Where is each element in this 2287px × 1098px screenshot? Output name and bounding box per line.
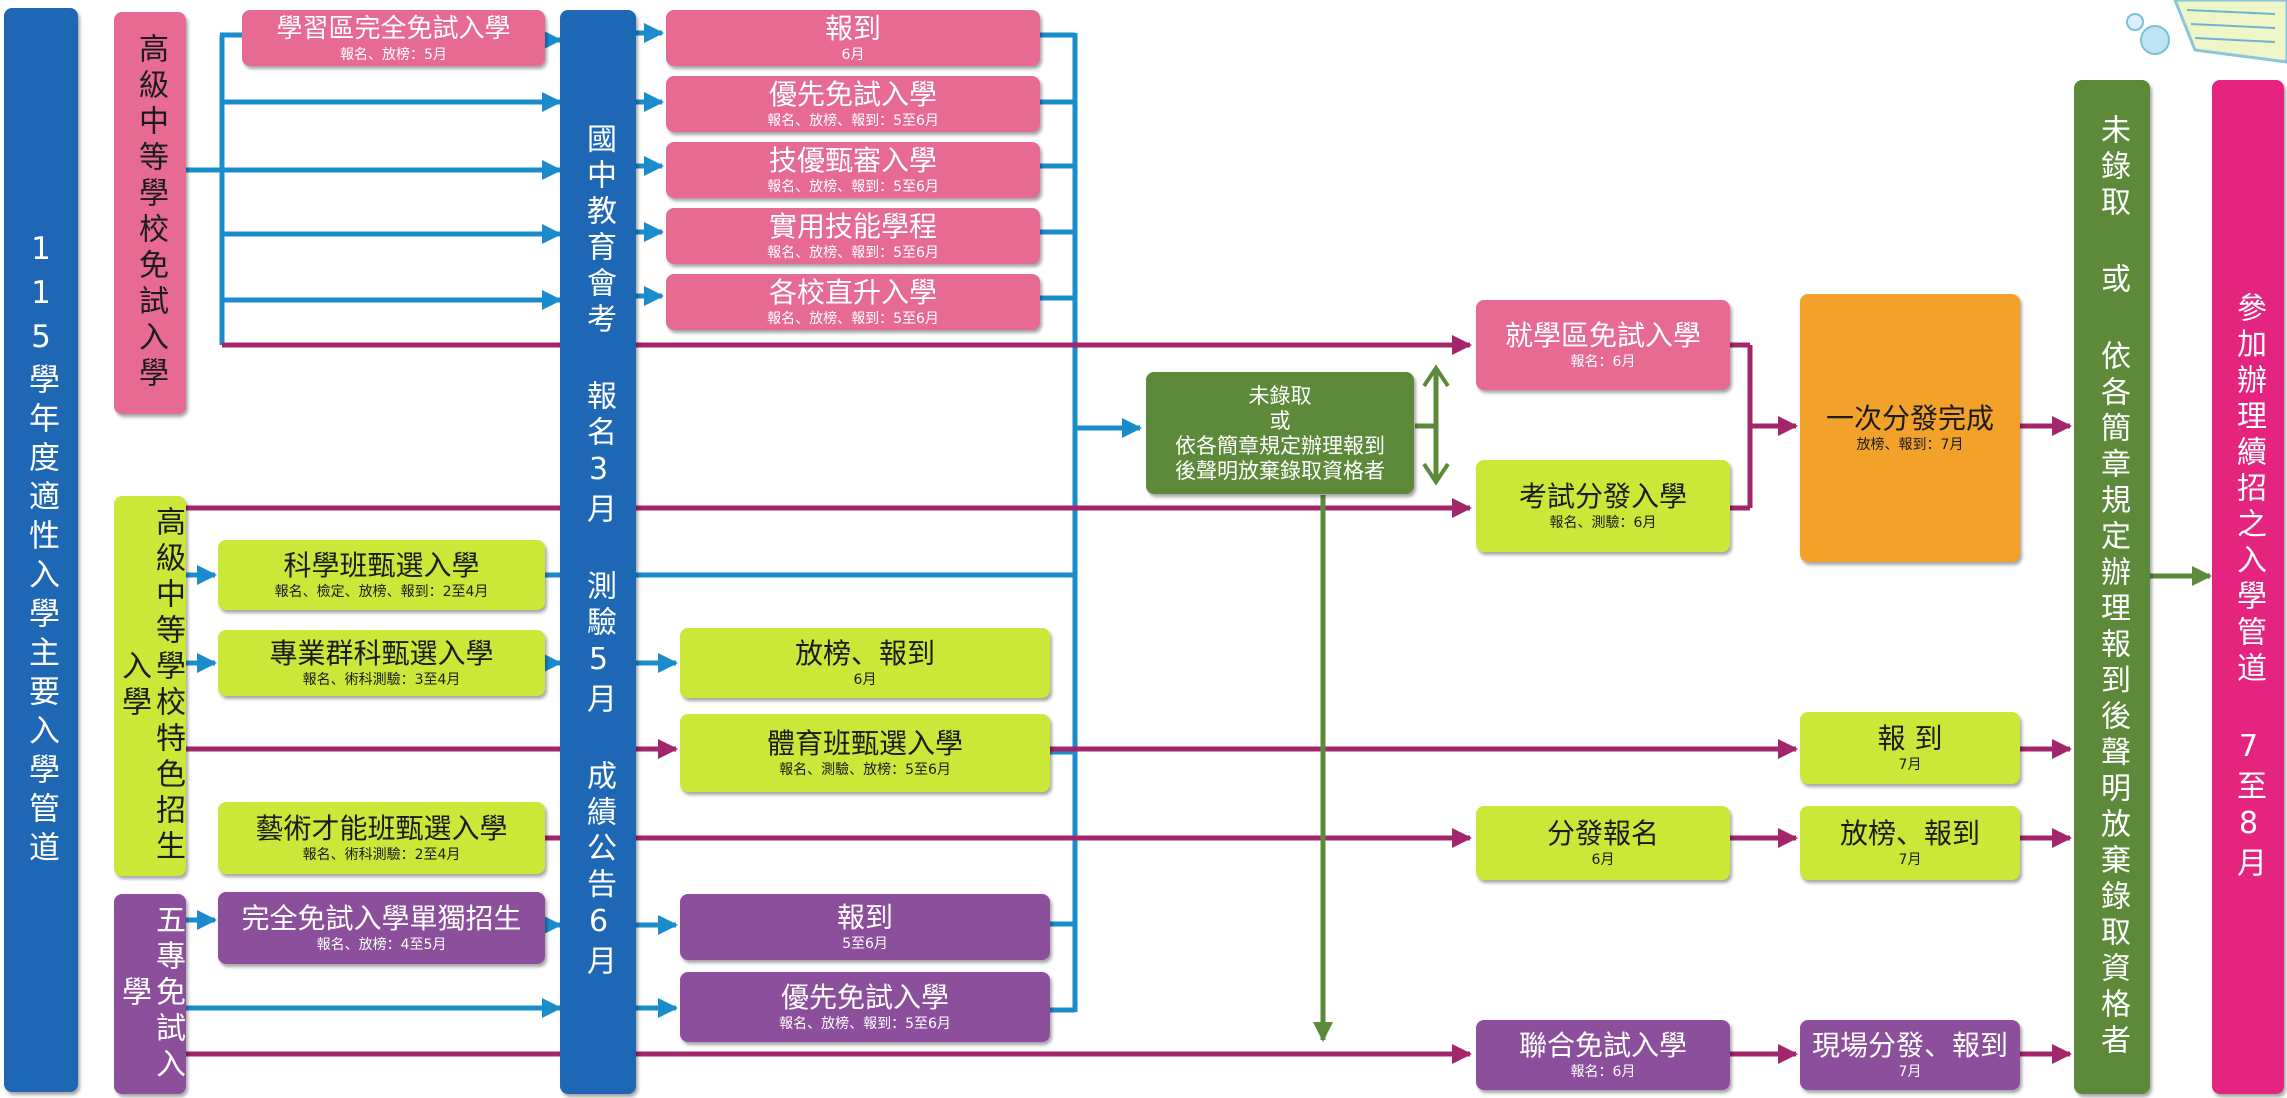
group-junior-college-label: 五專免試入學 — [116, 904, 185, 1084]
arts-register-sub: 6月 — [1591, 851, 1615, 868]
exam-timeline-label: 國中教育會考 報名3月 測驗5月 成績公告6月 — [581, 123, 616, 981]
science-class-box: 科學班甄選入學 報名、檢定、放榜、報到：2至4月 — [218, 540, 545, 610]
jc-joint-free-title: 聯合免試入學 — [1518, 1028, 1687, 1062]
group-free-admission: 高級中等學校免試入學 — [114, 12, 186, 414]
main-title-bar: 115學年度適性入學主要入學管道 — [4, 8, 78, 1092]
sports-report-box: 報 到 7月 — [1800, 712, 2020, 784]
jc-complete-free-sub: 報名、放榜：4至5月 — [316, 936, 447, 953]
not-admitted-line1: 未錄取 — [1248, 383, 1312, 408]
free-target-direct-promotion-sub: 報名、放榜、報到：5至6月 — [767, 310, 939, 327]
free-target-priority: 優先免試入學 報名、放榜、報到：5至6月 — [666, 76, 1040, 132]
free-target-priority-sub: 報名、放榜、報到：5至6月 — [767, 112, 939, 129]
free-target-skills-review: 技優甄審入學 報名、放榜、報到：5至6月 — [666, 142, 1040, 198]
jc-complete-free-title: 完全免試入學單獨招生 — [241, 901, 522, 935]
first-distribution-title: 一次分發完成 — [1825, 401, 1994, 435]
not-admitted-line3: 依各簡章規定辦理報到 — [1175, 433, 1385, 458]
district-free-box: 就學區免試入學 報名：6月 — [1476, 300, 1730, 390]
main-title: 115學年度適性入學主要入學管道 — [23, 230, 59, 870]
not-admitted-line2: 或 — [1269, 408, 1291, 433]
jc-priority-sub: 報名、放榜、報到：5至6月 — [779, 1015, 951, 1032]
jc-priority-title: 優先免試入學 — [780, 980, 949, 1014]
free-target-priority-title: 優先免試入學 — [768, 77, 937, 111]
professional-result-title: 放榜、報到 — [794, 636, 935, 670]
exam-timeline-bar: 國中教育會考 報名3月 測驗5月 成績公告6月 — [560, 10, 636, 1094]
free-target-skills-review-sub: 報名、放榜、報到：5至6月 — [767, 178, 939, 195]
exam-distribution-sub: 報名、測驗：6月 — [1549, 514, 1657, 531]
professional-group-box: 專業群科甄選入學 報名、術科測驗：3至4月 — [218, 630, 545, 696]
arts-result-box: 放榜、報到 7月 — [1800, 806, 2020, 880]
free-target-direct-promotion-title: 各校直升入學 — [768, 275, 937, 309]
not-admitted-summary-label: 未錄取 或 依各簡章規定辦理報到後聲明放棄錄取資格者 — [2095, 114, 2130, 1060]
free-target-skills-review-title: 技優甄審入學 — [768, 143, 937, 177]
exam-distribution-box: 考試分發入學 報名、測驗：6月 — [1476, 460, 1730, 552]
district-complete-free-title: 學習區完全免試入學 — [276, 13, 511, 44]
district-complete-free-box: 學習區完全免試入學 報名、放榜：5月 — [242, 10, 545, 66]
free-target-practical-skills-title: 實用技能學程 — [768, 209, 937, 243]
exam-distribution-title: 考試分發入學 — [1518, 479, 1687, 513]
group-special-admission-label: 高級中等學校特色招生入學 — [116, 506, 185, 866]
jc-complete-report-box: 報到 5至6月 — [680, 894, 1050, 960]
jc-joint-free-box: 聯合免試入學 報名：6月 — [1476, 1020, 1730, 1090]
jc-complete-report-sub: 5至6月 — [842, 935, 888, 952]
jc-onsite-box: 現場分發、報到 7月 — [1800, 1020, 2020, 1090]
district-free-sub: 報名：6月 — [1570, 353, 1636, 370]
free-target-report-sub: 6月 — [841, 46, 865, 63]
sports-class-title: 體育班甄選入學 — [766, 726, 963, 760]
not-admitted-summary-bar: 未錄取 或 依各簡章規定辦理報到後聲明放棄錄取資格者 — [2074, 80, 2150, 1094]
arts-class-title: 藝術才能班甄選入學 — [255, 811, 508, 845]
group-free-admission-label: 高級中等學校免試入學 — [133, 33, 168, 393]
professional-result-box: 放榜、報到 6月 — [680, 628, 1050, 698]
arts-result-title: 放榜、報到 — [1839, 816, 1980, 850]
science-class-title: 科學班甄選入學 — [283, 548, 480, 582]
arts-class-box: 藝術才能班甄選入學 報名、術科測驗：2至4月 — [218, 802, 545, 874]
arts-class-sub: 報名、術科測驗：2至4月 — [302, 846, 461, 863]
free-target-direct-promotion: 各校直升入學 報名、放榜、報到：5至6月 — [666, 274, 1040, 330]
jc-priority-box: 優先免試入學 報名、放榜、報到：5至6月 — [680, 972, 1050, 1042]
arts-register-title: 分發報名 — [1546, 816, 1659, 850]
science-class-sub: 報名、檢定、放榜、報到：2至4月 — [274, 583, 489, 600]
district-complete-free-sub: 報名、放榜：5月 — [340, 46, 447, 63]
jc-joint-free-sub: 報名：6月 — [1570, 1063, 1636, 1080]
professional-result-sub: 6月 — [853, 671, 877, 688]
not-admitted-line4: 後聲明放棄錄取資格者 — [1175, 458, 1385, 483]
district-free-title: 就學區免試入學 — [1504, 318, 1701, 352]
first-distribution-sub: 放榜、報到：7月 — [1856, 436, 1964, 453]
free-target-practical-skills-sub: 報名、放榜、報到：5至6月 — [767, 244, 939, 261]
free-target-report-title: 報到 — [824, 11, 881, 45]
continued-enrollment-label: 參加辦理續招之入學管道 7至8月 — [2231, 291, 2266, 883]
first-distribution-box: 一次分發完成 放榜、報到：7月 — [1800, 294, 2020, 562]
professional-group-sub: 報名、術科測驗：3至4月 — [302, 671, 461, 688]
jc-onsite-title: 現場分發、報到 — [1811, 1028, 2008, 1062]
arts-register-box: 分發報名 6月 — [1476, 806, 1730, 880]
group-special-admission: 高級中等學校特色招生入學 — [114, 496, 186, 876]
not-admitted-box: 未錄取 或 依各簡章規定辦理報到 後聲明放棄錄取資格者 — [1146, 372, 1414, 494]
arts-result-sub: 7月 — [1898, 851, 1922, 868]
professional-group-title: 專業群科甄選入學 — [269, 636, 494, 670]
group-junior-college: 五專免試入學 — [114, 894, 186, 1094]
sports-class-sub: 報名、測驗、放榜：5至6月 — [779, 761, 951, 778]
sports-report-title: 報 到 — [1877, 721, 1943, 755]
decorative-illustration-icon — [2115, 0, 2287, 70]
free-target-report: 報到 6月 — [666, 10, 1040, 66]
jc-onsite-sub: 7月 — [1898, 1063, 1922, 1080]
sports-report-sub: 7月 — [1898, 756, 1922, 773]
sports-class-box: 體育班甄選入學 報名、測驗、放榜：5至6月 — [680, 714, 1050, 792]
jc-complete-report-title: 報到 — [836, 900, 893, 934]
continued-enrollment-bar: 參加辦理續招之入學管道 7至8月 — [2212, 80, 2284, 1094]
jc-complete-free-box: 完全免試入學單獨招生 報名、放榜：4至5月 — [218, 892, 545, 964]
free-target-practical-skills: 實用技能學程 報名、放榜、報到：5至6月 — [666, 208, 1040, 264]
